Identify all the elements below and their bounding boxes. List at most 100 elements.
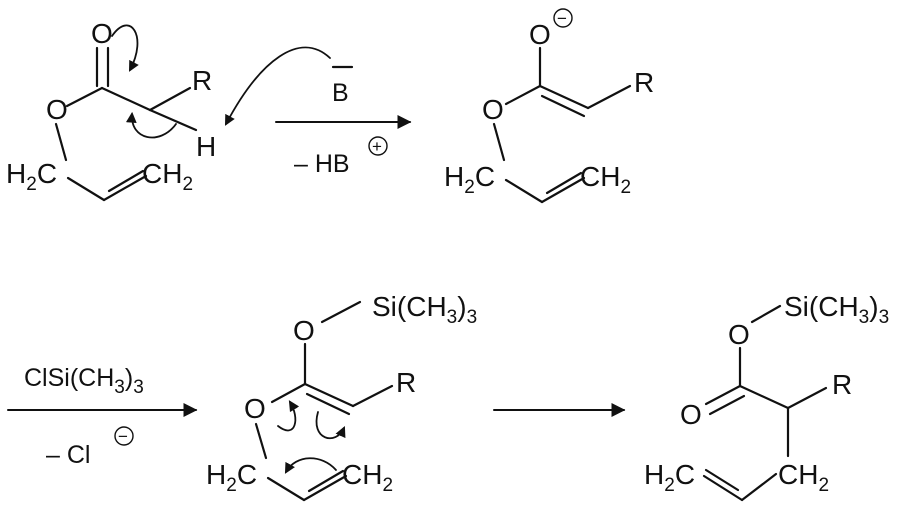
chlorosilane-text: ClSi(CH3)3 (24, 364, 144, 398)
enolate-vinyl-2 (545, 171, 583, 195)
chloride-minus: − (118, 427, 128, 446)
chlorosilane-paren: ) (125, 364, 133, 392)
skA-ch2-ch-bond (266, 476, 306, 502)
plus-charge: + (372, 137, 382, 156)
product-r-group: R (832, 369, 852, 400)
ch2-sub: 2 (818, 475, 829, 496)
skA-allyl-ch2: H2C (206, 459, 257, 496)
vinyl-bond-1 (102, 174, 148, 202)
ch2-sub: 2 (620, 177, 631, 198)
skA-si-sub1: 3 (447, 307, 458, 328)
h2c-c: C (475, 161, 495, 192)
curly-arrow-ch-bond (125, 111, 177, 139)
ch2-ch: CH (778, 459, 818, 490)
skA-vinyl-2 (307, 469, 345, 493)
skA-terminal-ch2: CH2 (342, 459, 393, 496)
ester-enolate-molecule: O − O R H2C CH2 (444, 8, 654, 204)
skA-silyl-group: Si(CH3)3 (372, 291, 477, 328)
product-carbonyl-oxygen: O (680, 399, 702, 430)
alpha-hydrogen: H (196, 131, 216, 162)
skA-r-bond (351, 384, 394, 408)
byproduct-hb: – HB + (294, 136, 388, 178)
enolate-r-bond (586, 84, 632, 110)
skA-c-o-bond (270, 382, 307, 404)
h2c-h: H (644, 459, 664, 490)
enolate-allyl-ch2: H2C (444, 161, 495, 198)
h2c-c: C (675, 459, 695, 490)
alpha-carbon-bond (100, 86, 152, 112)
h2c-h: H (206, 459, 226, 490)
product-carbonyl-2 (708, 394, 746, 416)
plus-charge-circle (368, 136, 388, 156)
ch2-ch: CH (142, 158, 182, 189)
product-vinyl-1 (702, 474, 744, 502)
skA-si-sub2: 3 (467, 307, 478, 328)
h2c-c: C (37, 158, 57, 189)
chlorosilane-sub: 3 (114, 377, 125, 398)
skA-si-b: ) (457, 291, 466, 322)
product-alpha-bond (738, 384, 790, 410)
enolate-double-2 (540, 94, 586, 118)
h2c-sub: 2 (664, 475, 675, 496)
r-group: R (192, 65, 212, 96)
skA-silyl-oxygen: O (293, 315, 315, 346)
curly-arrow-alkene (315, 411, 346, 439)
product-o-si-bond (750, 304, 782, 324)
byproduct-chloride: – Cl − (46, 426, 134, 469)
h2c-sub: 2 (464, 177, 475, 198)
product-si-sub2: 3 (879, 307, 890, 328)
alpha-h-bond (148, 108, 198, 132)
silyl-ester-product-molecule: Si(CH3)3 O O R CH2 H2C (644, 291, 890, 502)
product-vinyl-2 (704, 468, 740, 492)
product-ch2-ch-bond (740, 472, 778, 502)
h2c-h: H (6, 158, 26, 189)
skA-double-2 (305, 392, 351, 416)
curly-arrow-base (224, 46, 331, 126)
curly-arrow-carbonyl (111, 24, 139, 72)
h2c-sub: 2 (226, 475, 237, 496)
curly-arrow-vinyl (284, 457, 337, 474)
h2c-h: H (444, 161, 464, 192)
ch2-ch: CH (342, 459, 382, 490)
enolate-vinyl-1 (540, 176, 586, 204)
enolate-r-group: R (634, 67, 654, 98)
base-symbol: B (332, 79, 349, 107)
byproduct-hb-text: – HB (294, 150, 350, 178)
o-ch2-bond (54, 122, 68, 162)
enolate-ester-oxygen: O (482, 94, 504, 125)
ch2-sub: 2 (382, 475, 393, 496)
allyl-ester-molecule: O O R H H2C CH2 (6, 18, 331, 202)
curly-arrow-o-bond (277, 400, 300, 432)
product-terminal-ch2: H2C (644, 459, 695, 496)
skA-si-a: Si(CH (372, 291, 447, 322)
enolate-terminal-ch2: CH2 (580, 161, 631, 198)
ester-c-o-bond (65, 86, 104, 108)
chloride-text: – Cl (46, 441, 90, 469)
enolate-minus: − (557, 9, 567, 28)
product-ester-oxygen: O (728, 319, 750, 350)
enolate-ch2-ch-bond (504, 178, 544, 204)
ester-oxygen: O (46, 94, 68, 125)
product-si-a: Si(CH (784, 291, 859, 322)
ch2-ch: CH (580, 161, 620, 192)
vinyl-bond-2 (107, 169, 145, 193)
skA-allyl-oxygen: O (244, 393, 266, 424)
alpha-r-bond (148, 86, 192, 112)
terminal-ch2-label: CH2 (142, 158, 193, 195)
skA-r-group: R (396, 367, 416, 398)
chlorosilane-prefix: ClSi(CH (24, 364, 114, 392)
product-carbonyl-1 (704, 384, 742, 406)
product-ch2-label: CH2 (778, 459, 829, 496)
chloride-minus-circle (114, 426, 134, 446)
silyl-ketene-acetal-molecule: Si(CH3)3 O O R H2C CH2 (206, 291, 477, 502)
product-r-bond (786, 386, 828, 410)
enolate-minus-circle (553, 8, 573, 28)
ch2-sub: 2 (182, 174, 193, 195)
skA-o-ch2-bond (254, 422, 268, 460)
chlorosilane-sub2: 3 (133, 377, 144, 398)
enolate-oxygen: O (529, 19, 551, 50)
enolate-double-1 (538, 84, 590, 110)
carbonyl-oxygen: O (91, 18, 113, 49)
chlorosilane-reagent: ClSi(CH3)3 (24, 364, 144, 398)
